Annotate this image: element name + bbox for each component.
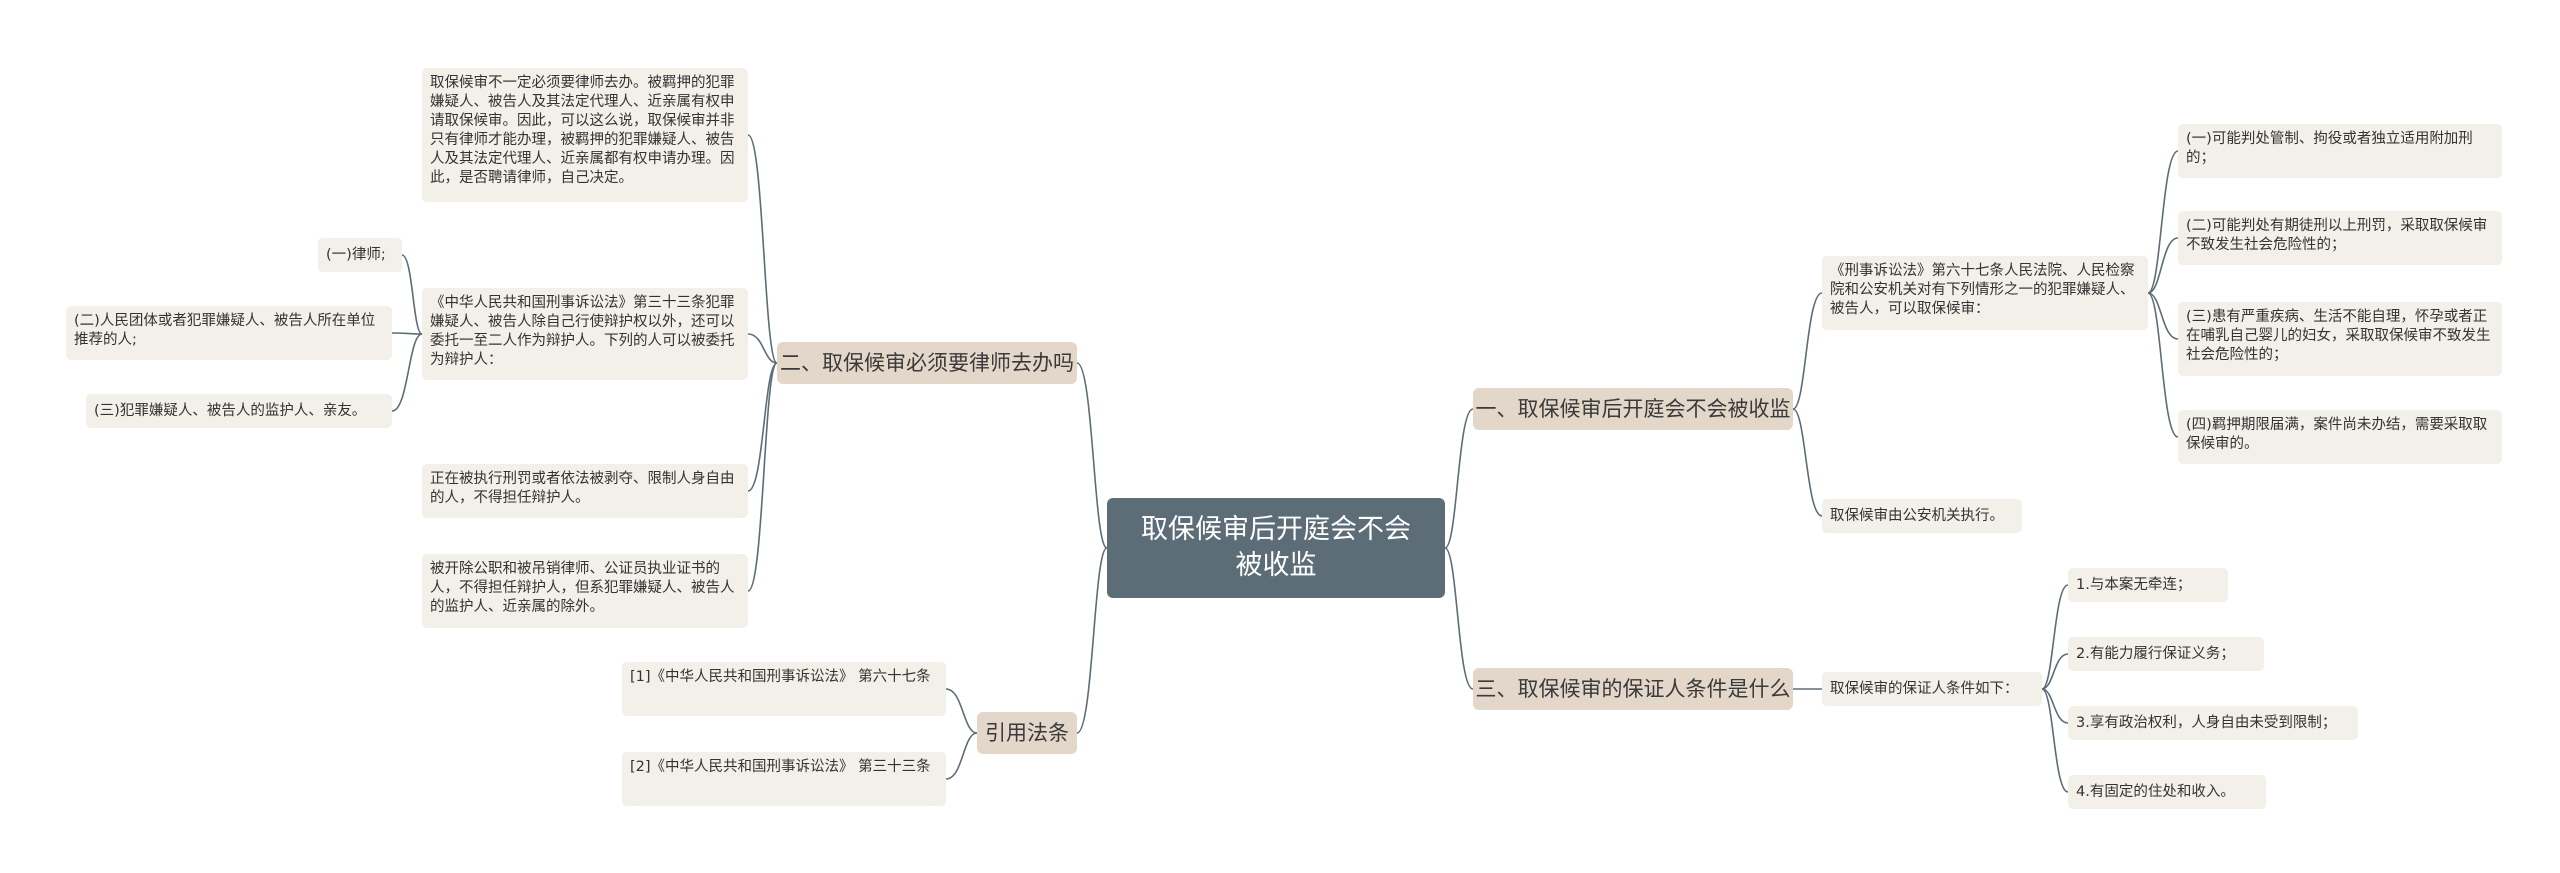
branch-2-sub-3-text: (三)犯罪嫌疑人、被告人的监护人、亲友。: [94, 402, 367, 419]
connector-branch-1-intro-branch-1-item-2: [2147, 237, 2179, 294]
branch-3-item-1-text: 1.与本案无牵连；: [2076, 576, 2192, 593]
branch-2-sub-1[interactable]: (一)律师;: [318, 238, 402, 272]
branch-3-item-3-text: 3.享有政治权利，人身自由未受到限制；: [2076, 714, 2337, 731]
root-topic[interactable]: 取保候审后开庭会不会被收监: [1107, 498, 1445, 598]
branch-1-topic[interactable]: 一、取保候审后开庭会不会被收监: [1473, 388, 1793, 430]
connector-branch-1-intro-branch-1-item-1: [2147, 150, 2179, 294]
branch-3-intro-text: 取保候审的保证人条件如下：: [1830, 680, 2019, 697]
connector-branch-2-para-2-branch-2-sub-3: [391, 333, 423, 412]
connector-branch-3-intro-branch-3-item-2: [2041, 653, 2069, 690]
branch-1-item-1-text: (一)可能判处管制、拘役或者独立适用附加刑的；: [2186, 131, 2473, 166]
branch-1-item-4-text: (四)羁押期限届满，案件尚未办结，需要采取取保候审的。: [2186, 417, 2488, 452]
connector-branch-1-topic-branch-1-intro: [1792, 292, 1823, 410]
branch-1-item-2[interactable]: (二)可能判处有期徒刑以上刑罚，采取取保候审不致发生社会危险性的；: [2178, 211, 2502, 265]
branch-4-item-1-text: [1]《中华人民共和国刑事诉讼法》 第六十七条: [630, 669, 931, 685]
branch-2-para-3-text: 正在被执行刑罚或者依法被剥夺、限制人身自由的人，不得担任辩护人。: [430, 471, 735, 506]
branch-4-label: 引用法条: [985, 721, 1069, 745]
connector-branch-2-topic-branch-2-para-2: [747, 333, 778, 364]
connector-branch-1-intro-branch-1-item-4: [2147, 292, 2179, 438]
branch-2-para-3[interactable]: 正在被执行刑罚或者依法被剥夺、限制人身自由的人，不得担任辩护人。: [422, 464, 748, 518]
connector-root-topic-branch-2-topic: [1076, 362, 1108, 549]
branch-1-item-3[interactable]: (三)患有严重疾病、生活不能自理，怀孕或者正在哺乳自己婴儿的妇女，采取取保候审不…: [2178, 302, 2502, 376]
branch-1-intro-text: 《刑事诉讼法》第六十七条人民法院、人民检察院和公安机关对有下列情形之一的犯罪嫌疑…: [1830, 263, 2135, 317]
connector-branch-1-intro-branch-1-item-3: [2147, 292, 2179, 340]
branch-1-intro[interactable]: 《刑事诉讼法》第六十七条人民法院、人民检察院和公安机关对有下列情形之一的犯罪嫌疑…: [1822, 256, 2148, 330]
branch-2-sub-2[interactable]: (二)人民团体或者犯罪嫌疑人、被告人所在单位推荐的人;: [66, 306, 392, 360]
branch-2-para-4-text: 被开除公职和被吊销律师、公证员执业证书的人，不得担任辩护人，但系犯罪嫌疑人、被告…: [430, 561, 735, 615]
connector-branch-2-para-2-branch-2-sub-1: [401, 254, 423, 335]
branch-2-topic[interactable]: 二、取保候审必须要律师去办吗: [777, 342, 1077, 384]
branch-4-item-2[interactable]: [2]《中华人民共和国刑事诉讼法》 第三十三条: [622, 752, 946, 806]
connector-branch-3-intro-branch-3-item-4: [2041, 688, 2069, 793]
branch-1-item-3-text: (三)患有严重疾病、生活不能自理，怀孕或者正在哺乳自己婴儿的妇女，采取取保候审不…: [2186, 309, 2491, 363]
branch-3-item-2-text: 2.有能力履行保证义务；: [2076, 645, 2235, 662]
branch-3-item-3[interactable]: 3.享有政治权利，人身自由未受到限制；: [2068, 706, 2358, 740]
branch-3-item-1[interactable]: 1.与本案无牵连；: [2068, 568, 2228, 602]
branch-2-sub-2-text: (二)人民团体或者犯罪嫌疑人、被告人所在单位推荐的人;: [74, 313, 376, 348]
branch-2-para-2-text: 《中华人民共和国刑事诉讼法》第三十三条犯罪嫌疑人、被告人除自己行使辩护权以外，还…: [430, 295, 735, 368]
branch-4-item-1[interactable]: [1]《中华人民共和国刑事诉讼法》 第六十七条: [622, 662, 946, 716]
branch-2-para-1[interactable]: 取保候审不一定必须要律师去办。被羁押的犯罪嫌疑人、被告人及其法定代理人、近亲属有…: [422, 68, 748, 202]
branch-1-label: 一、取保候审后开庭会不会被收监: [1475, 397, 1791, 421]
connector-root-topic-branch-1-topic: [1444, 408, 1474, 549]
connector-root-topic-branch-3-topic: [1444, 547, 1474, 690]
branch-3-intro[interactable]: 取保候审的保证人条件如下：: [1822, 672, 2042, 706]
connector-branch-2-topic-branch-2-para-4: [747, 362, 778, 592]
branch-1-item-2-text: (二)可能判处有期徒刑以上刑罚，采取取保候审不致发生社会危险性的；: [2186, 218, 2488, 253]
branch-3-item-4-text: 4.有固定的住处和收入。: [2076, 783, 2235, 800]
connector-branch-4-topic-branch-4-item-2: [945, 732, 978, 780]
connector-branch-3-intro-branch-3-item-1: [2041, 584, 2069, 690]
branch-2-sub-1-text: (一)律师;: [326, 246, 386, 263]
branch-3-label: 三、取保候审的保证人条件是什么: [1475, 677, 1791, 701]
branch-2-para-1-text: 取保候审不一定必须要律师去办。被羁押的犯罪嫌疑人、被告人及其法定代理人、近亲属有…: [430, 75, 735, 186]
branch-2-sub-3[interactable]: (三)犯罪嫌疑人、被告人的监护人、亲友。: [86, 394, 392, 428]
branch-2-para-2[interactable]: 《中华人民共和国刑事诉讼法》第三十三条犯罪嫌疑人、被告人除自己行使辩护权以外，还…: [422, 288, 748, 380]
connector-branch-2-para-2-branch-2-sub-2: [391, 332, 423, 335]
connector-branch-2-topic-branch-2-para-1: [747, 134, 778, 364]
branch-4-item-2-text: [2]《中华人民共和国刑事诉讼法》 第三十三条: [630, 759, 931, 775]
connector-branch-2-topic-branch-2-para-3: [747, 362, 778, 492]
connector-branch-4-topic-branch-4-item-1: [945, 688, 978, 734]
branch-3-item-2[interactable]: 2.有能力履行保证义务；: [2068, 637, 2264, 671]
branch-2-para-4[interactable]: 被开除公职和被吊销律师、公证员执业证书的人，不得担任辩护人，但系犯罪嫌疑人、被告…: [422, 554, 748, 628]
branch-3-topic[interactable]: 三、取保候审的保证人条件是什么: [1473, 668, 1793, 710]
connector-branch-1-topic-branch-1-exec: [1792, 408, 1823, 517]
branch-1-exec[interactable]: 取保候审由公安机关执行。: [1822, 499, 2022, 533]
branch-3-item-4[interactable]: 4.有固定的住处和收入。: [2068, 775, 2266, 809]
branch-1-exec-text: 取保候审由公安机关执行。: [1830, 507, 2004, 524]
branch-1-item-1[interactable]: (一)可能判处管制、拘役或者独立适用附加刑的；: [2178, 124, 2502, 178]
branch-1-item-4[interactable]: (四)羁押期限届满，案件尚未办结，需要采取取保候审的。: [2178, 410, 2502, 464]
branch-2-label: 二、取保候审必须要律师去办吗: [780, 351, 1074, 375]
connector-root-topic-branch-4-topic: [1076, 547, 1108, 734]
root-topic-label: 取保候审后开庭会不会被收监: [1141, 514, 1411, 581]
branch-4-topic[interactable]: 引用法条: [977, 712, 1077, 754]
